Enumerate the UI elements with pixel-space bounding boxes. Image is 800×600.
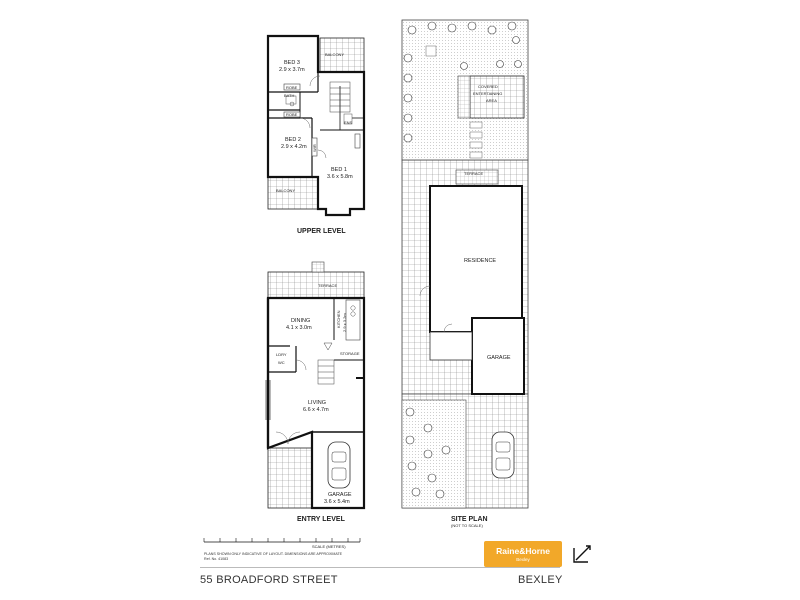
front-garden — [401, 399, 467, 509]
bed2-name: BED 2 — [285, 137, 301, 143]
living-size: 6.6 x 4.7m — [303, 407, 329, 413]
site-plan-subheading: (NOT TO SCALE) — [451, 523, 483, 528]
residence-footprint — [429, 185, 523, 333]
site-plan: COVERED ENTERTAINING AREA TERRACE RESIDE… — [401, 19, 529, 528]
dining-size: 4.1 x 3.0m — [286, 325, 312, 331]
entry-terrace — [267, 271, 365, 299]
balcony-top — [319, 37, 365, 73]
storage-label: STORAGE — [340, 351, 360, 356]
north-arrow-icon — [573, 545, 591, 563]
garage-car-icon — [327, 441, 351, 489]
covered-area-line3: AREA — [486, 98, 497, 103]
kitchen-size: 2.9 x 3.2m — [342, 313, 347, 332]
site-plan-heading: SITE PLAN — [451, 516, 488, 523]
entry-garage-name: GARAGE — [328, 492, 352, 498]
entry-front-paving — [267, 447, 313, 509]
entry-level-plan: TERRACE DINING 4.1 x 3.0m KITCHEN 2.9 x … — [265, 261, 366, 523]
robe-label-1: ROBE — [286, 85, 298, 90]
dining-name: DINING — [291, 318, 310, 324]
balcony-bottom-label: BALCONY — [276, 188, 295, 193]
property-address: 55 BROADFORD STREET — [200, 574, 338, 586]
bed2-size: 2.9 x 4.2m — [281, 144, 307, 150]
covered-entertaining-area — [469, 75, 525, 119]
scale-bar: SCALE (METRES) PLANS SHOWN ONLY INDICATI… — [203, 538, 361, 561]
site-terrace-label: TERRACE — [464, 171, 483, 176]
entry-garage-size: 3.6 x 5.4m — [324, 499, 350, 505]
ens-label: ENS — [344, 120, 353, 125]
bed1-name: BED 1 — [331, 167, 347, 173]
driveway-car-icon — [491, 431, 515, 479]
entry-outer-walls — [266, 296, 366, 510]
entry-stair — [317, 359, 335, 385]
wc-label: WC — [278, 360, 285, 365]
kitchen-bench — [345, 299, 361, 341]
brand-logo-name: Raine&Horne — [496, 546, 550, 556]
plan-disclaimer: PLANS SHOWN ONLY INDICATIVE OF LAYOUT. D… — [204, 552, 343, 556]
footer-divider — [200, 567, 560, 568]
bed3-name: BED 3 — [284, 60, 300, 66]
brand-logo-office: Bexley — [516, 557, 530, 562]
entry-level-heading: ENTRY LEVEL — [297, 516, 346, 523]
balcony-top-label: BALCONY — [325, 52, 344, 57]
site-garage-label: GARAGE — [487, 355, 511, 361]
residence-label: RESIDENCE — [464, 258, 496, 264]
bath-label: BATH — [284, 93, 294, 98]
property-suburb: BEXLEY — [518, 574, 563, 586]
laundry-label: LDRY — [276, 352, 287, 357]
bed3-size: 2.9 x 3.7m — [279, 67, 305, 73]
site-garage-footprint — [471, 317, 525, 395]
upper-stair — [329, 81, 351, 113]
covered-area-line2: ENTERTAINING — [473, 91, 502, 96]
upper-level-heading: UPPER LEVEL — [297, 228, 346, 235]
upper-level-plan: BALCONY BED 3 2.9 x 3.7m BATH ROBE ROBE … — [266, 34, 366, 235]
kitchen-name: KITCHEN — [336, 310, 341, 328]
brand-logo: Raine&Horne Bexley — [484, 541, 562, 567]
living-name: LIVING — [308, 400, 326, 406]
garden-plants-icon — [403, 21, 522, 143]
plan-reference: Ref. No. 41083 — [204, 557, 228, 561]
bed1-size: 3.6 x 5.8m — [327, 174, 353, 180]
balcony-bottom — [267, 176, 319, 210]
covered-area-line1: COVERED — [478, 84, 498, 89]
entry-terrace-label: TERRACE — [318, 283, 337, 288]
robe-label-2: ROBE — [286, 112, 298, 117]
scale-label: SCALE (METRES) — [312, 544, 346, 549]
wir-label: WIR — [312, 144, 317, 152]
upper-outer-walls — [266, 34, 366, 217]
